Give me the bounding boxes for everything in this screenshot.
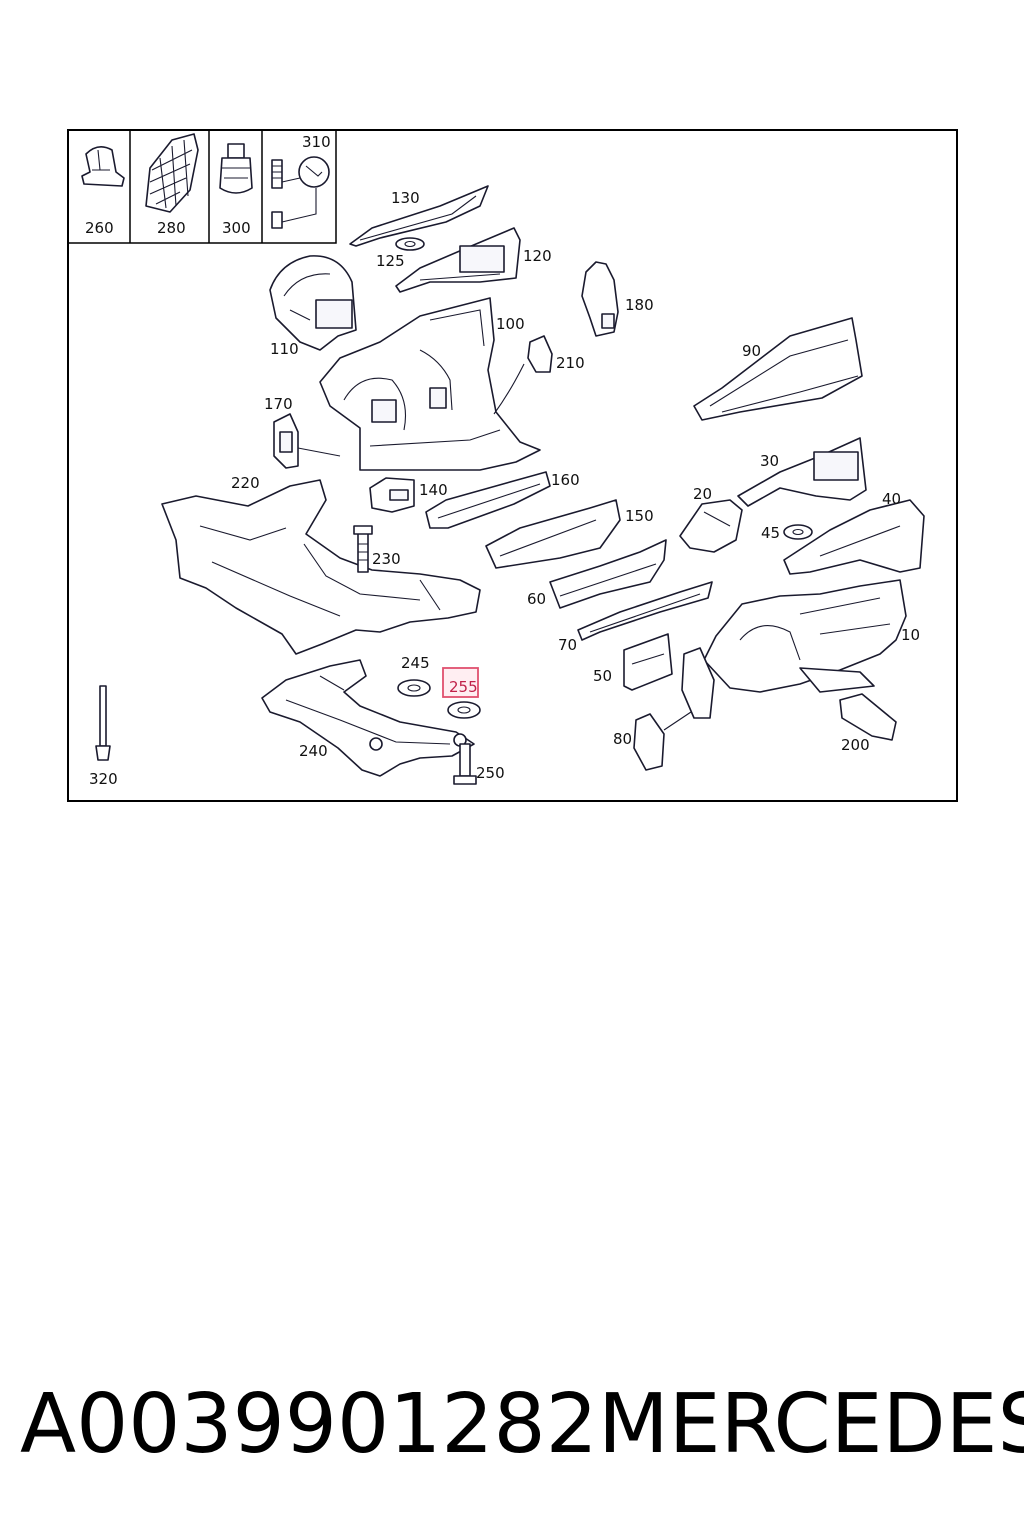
part-70-member — [577, 581, 713, 641]
label-260: 260 — [85, 219, 114, 237]
label-110: 110 — [270, 340, 299, 358]
label-255[interactable]: 255 — [449, 678, 478, 696]
part-50-bracket — [623, 633, 673, 691]
label-120: 120 — [523, 247, 552, 265]
part-60-member — [549, 539, 667, 609]
part-280-grille — [145, 133, 199, 213]
part-300-mount — [219, 143, 253, 194]
part-125-plate — [395, 237, 425, 251]
part-210-clip — [493, 335, 553, 415]
part-misc-plate — [681, 647, 715, 719]
part-180-bracket — [581, 261, 619, 337]
label-30: 30 — [760, 452, 779, 470]
label-80: 80 — [613, 730, 632, 748]
label-10: 10 — [901, 626, 920, 644]
label-240: 240 — [299, 742, 328, 760]
part-10-front-section — [703, 579, 907, 693]
label-45: 45 — [761, 524, 780, 542]
label-70: 70 — [558, 636, 577, 654]
part-100-wheelhouse — [319, 297, 541, 471]
label-125: 125 — [376, 252, 405, 270]
label-245: 245 — [401, 654, 430, 672]
label-200: 200 — [841, 736, 870, 754]
label-170: 170 — [264, 395, 293, 413]
part-110-headlamp-housing — [269, 255, 357, 351]
part-160-member — [425, 471, 551, 529]
part-310-bolts — [271, 156, 330, 229]
part-30-panel — [737, 437, 867, 507]
label-40: 40 — [882, 490, 901, 508]
part-45-plate — [783, 524, 813, 540]
label-300: 300 — [222, 219, 251, 237]
part-220-subframe — [161, 479, 481, 655]
part-250-bolt — [453, 743, 477, 785]
part-150-member — [485, 499, 621, 569]
part-number: A0039901282 — [20, 1377, 598, 1472]
label-180: 180 — [625, 296, 654, 314]
label-210: 210 — [556, 354, 585, 372]
part-170-bracket — [273, 413, 341, 469]
part-240-crossmember — [261, 659, 475, 777]
part-230-bolt — [353, 525, 373, 573]
label-280: 280 — [157, 219, 186, 237]
part-80-bracket — [633, 705, 701, 771]
label-310: 310 — [302, 133, 331, 151]
label-140: 140 — [419, 481, 448, 499]
part-140-bracket — [369, 477, 415, 513]
label-250: 250 — [476, 764, 505, 782]
diagram-frame — [67, 129, 958, 802]
part-40-panel — [783, 499, 925, 575]
label-20: 20 — [693, 485, 712, 503]
label-220: 220 — [231, 474, 260, 492]
part-245-washer — [397, 679, 431, 697]
label-130: 130 — [391, 189, 420, 207]
part-200-bracket — [839, 693, 897, 741]
part-120-panel — [395, 227, 521, 293]
part-260-bracket — [81, 146, 125, 187]
label-320: 320 — [89, 770, 118, 788]
label-160: 160 — [551, 471, 580, 489]
inset-panel — [68, 130, 337, 244]
brand-name: MERCEDES — [598, 1377, 1024, 1472]
label-230: 230 — [372, 550, 401, 568]
label-150: 150 — [625, 507, 654, 525]
part-90-frame-rail — [693, 317, 863, 421]
highlight-box-255[interactable] — [442, 667, 479, 698]
label-90: 90 — [742, 342, 761, 360]
part-320-rivet — [95, 685, 111, 761]
label-60: 60 — [527, 590, 546, 608]
label-100: 100 — [496, 315, 525, 333]
part-130-rail — [349, 185, 489, 247]
label-50: 50 — [593, 667, 612, 685]
part-20-wheelhouse-part — [679, 499, 743, 553]
part-255-ring — [447, 701, 481, 719]
